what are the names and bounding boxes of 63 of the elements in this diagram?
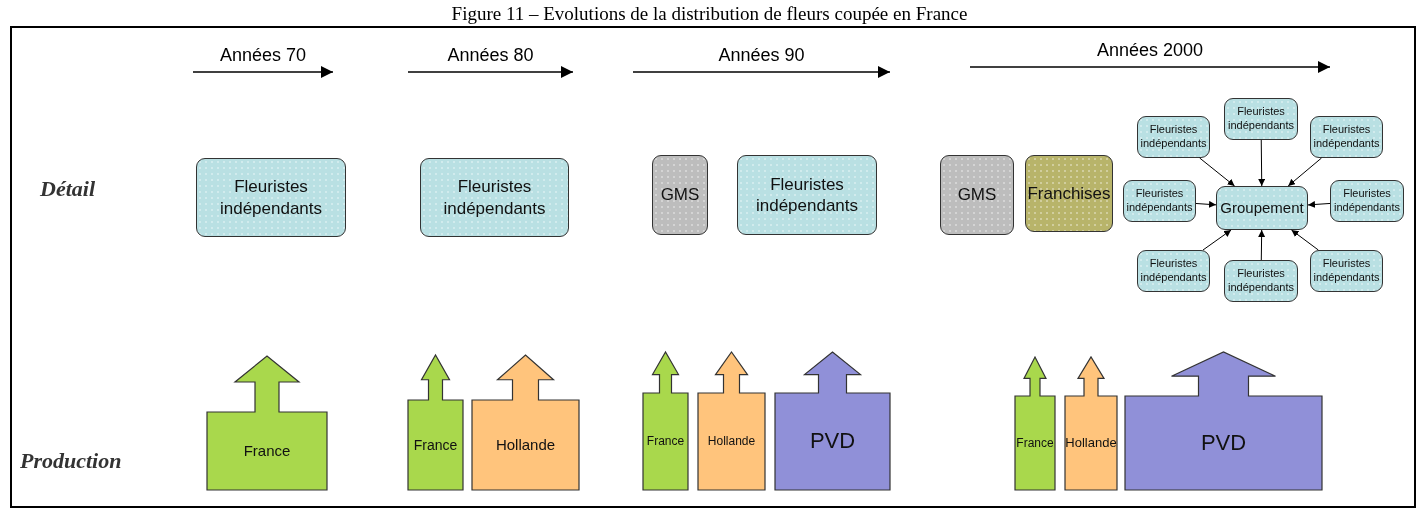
rounded-box <box>737 155 877 235</box>
arrow <box>1195 200 1217 208</box>
rounded-box <box>652 155 708 235</box>
box-label: GMS <box>660 184 700 206</box>
rounded-box <box>1137 250 1210 292</box>
up-arrow-block <box>1125 352 1322 490</box>
rounded-box <box>1025 155 1113 232</box>
box-label: Fleuristes indépendants <box>1125 187 1194 215</box>
period-label: Années 80 <box>446 45 535 66</box>
arrow <box>1199 157 1236 187</box>
rounded-box <box>1224 98 1298 140</box>
up-arrow-block <box>1015 357 1055 490</box>
box-label: Fleuristes indépendants <box>1332 187 1402 215</box>
block-label: France <box>412 436 459 453</box>
block-label: PVD <box>1199 429 1248 456</box>
rounded-box <box>940 155 1014 235</box>
arrow <box>1287 157 1322 187</box>
up-arrow-block <box>698 352 765 490</box>
box-label: Fleuristes indépendants <box>1226 267 1296 295</box>
arrow <box>1258 229 1266 261</box>
rounded-box <box>1310 250 1383 292</box>
up-arrow-block <box>1065 357 1117 490</box>
box-label: GMS <box>957 184 997 206</box>
row-label: Détail <box>40 176 95 202</box>
up-arrow-block <box>207 356 327 490</box>
up-arrow-block <box>472 355 579 490</box>
arrow <box>1258 139 1266 187</box>
block-label: PVD <box>808 428 857 455</box>
arrow <box>1291 229 1319 251</box>
box-label: Fleuristes indépendants <box>218 176 324 219</box>
arrow <box>1202 229 1232 251</box>
rounded-box <box>1224 260 1298 302</box>
rounded-box <box>1137 116 1210 158</box>
box-label: Fleuristes indépendants <box>1312 123 1381 151</box>
period-label: Années 2000 <box>1095 40 1205 61</box>
period-label: Années 90 <box>717 45 806 66</box>
box-label: Fleuristes indépendants <box>1139 123 1208 151</box>
row-label: Production <box>20 448 122 474</box>
box-label: Fleuristes indépendants <box>1226 105 1296 133</box>
period-label: Années 70 <box>218 45 308 66</box>
up-arrow-block <box>775 352 890 490</box>
block-label: Hollande <box>494 436 557 453</box>
box-label: Fleuristes indépendants <box>1139 257 1208 285</box>
box-label: Fleuristes indépendants <box>442 176 547 219</box>
block-label: France <box>1015 435 1055 450</box>
rounded-box <box>1310 116 1383 158</box>
figure-title: Figure 11 – Evolutions de la distribution de fleurs coupée en France <box>450 3 969 25</box>
up-arrow-block <box>408 355 463 490</box>
box-label: Fleuristes indépendants <box>754 173 860 217</box>
box-label: Fleuristes indépendants <box>1312 257 1381 285</box>
box-label: Franchises <box>1027 182 1111 205</box>
rounded-box <box>1330 180 1404 222</box>
block-label: Hollande <box>1065 435 1117 451</box>
box-label: Groupement <box>1220 198 1304 218</box>
rounded-box <box>420 158 569 237</box>
up-arrow-block <box>643 352 688 490</box>
block-label: France <box>645 434 686 449</box>
block-label: France <box>242 442 292 459</box>
rounded-box <box>1216 186 1308 230</box>
block-label: Hollande <box>706 434 757 449</box>
arrow <box>1307 201 1331 208</box>
rounded-box <box>196 158 346 237</box>
rounded-box <box>1123 180 1196 222</box>
